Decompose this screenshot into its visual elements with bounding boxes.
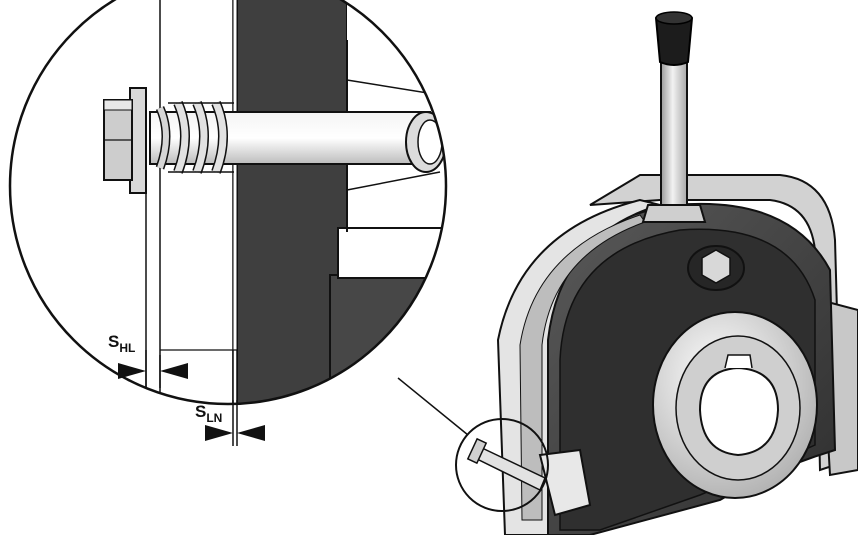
label-s-ln: SLN: [195, 402, 222, 425]
switch-assembly: [466, 11, 858, 535]
leader-line: [397, 377, 469, 436]
arrow-ln-left: [205, 425, 233, 441]
dim-arrows-s-ln: [205, 400, 265, 446]
zoom-shaft: [149, 111, 431, 165]
hub-keyway: [724, 354, 753, 369]
arrow-hl-left: [118, 363, 146, 379]
lever-base: [641, 204, 707, 223]
detail-callout-circle: [455, 418, 549, 512]
adjust-screw: [466, 437, 546, 492]
dim-arrows-s-hl: [118, 350, 188, 388]
lower-tab: [538, 448, 592, 517]
zoom-spring: [155, 100, 234, 174]
label-s-hl: SHL: [108, 332, 135, 355]
label-s-ln-sub: LN: [206, 411, 222, 425]
zoom-housing-slot: [337, 227, 446, 279]
magnified-circle-outline: [8, 0, 448, 406]
arrow-ln-right: [237, 425, 265, 441]
label-s-hl-sub: HL: [119, 341, 135, 355]
label-s-hl-main: S: [108, 332, 119, 351]
label-s-ln-main: S: [195, 402, 206, 421]
screw-head: [701, 249, 731, 284]
zoom-housing-step: [329, 274, 446, 404]
lever-stem: [660, 51, 688, 221]
magnified-detail: [10, 0, 446, 404]
arrow-hl-right: [160, 363, 188, 379]
hub-bore: [698, 366, 780, 457]
knob-top: [655, 11, 693, 25]
